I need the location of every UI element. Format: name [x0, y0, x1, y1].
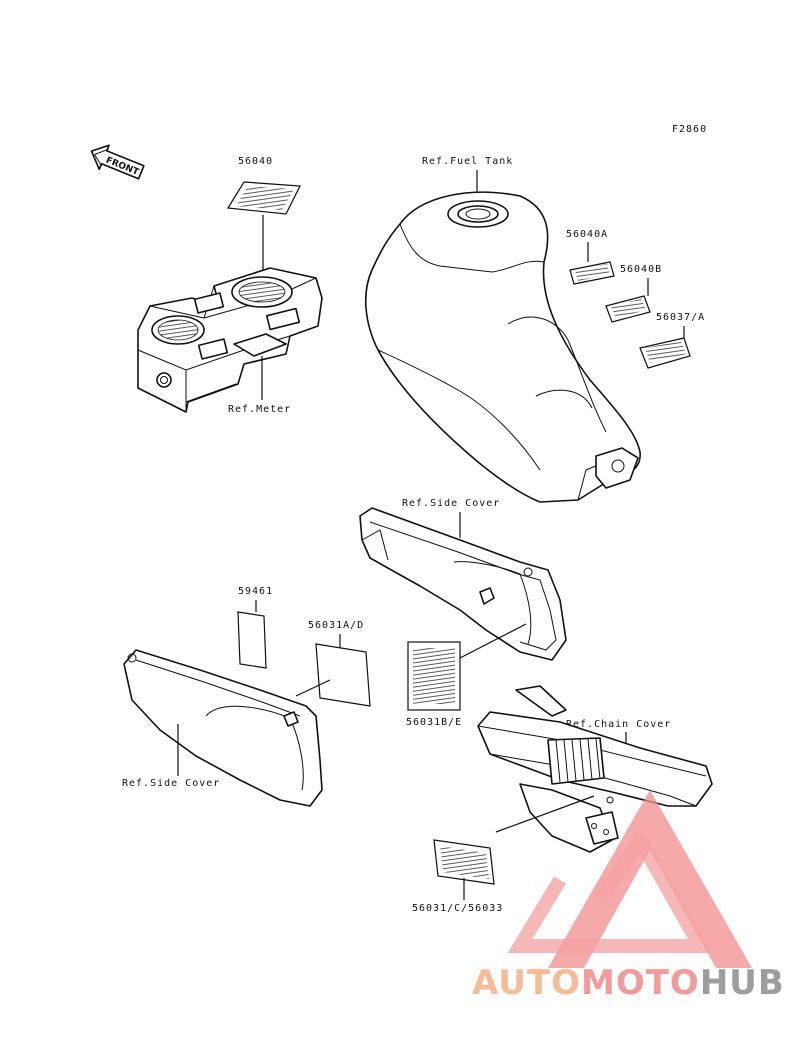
label-sheet-56040-text: [236, 186, 294, 210]
leader-56031BE: [459, 623, 527, 659]
leader-56031C56033: [495, 795, 595, 833]
callout-ref-fuel-tank: Ref.Fuel Tank: [422, 156, 513, 167]
watermark-auto: AUTO: [472, 963, 581, 1003]
callout-56040B: 56040B: [620, 264, 662, 275]
label-sheet-59461: [237, 611, 267, 669]
figure-code: F2860: [672, 124, 707, 135]
side-cover-upper: [359, 507, 567, 661]
callout-ref-side-cover-lower: Ref.Side Cover: [122, 778, 220, 789]
callout-59461: 59461: [238, 586, 273, 597]
callout-ref-meter: Ref.Meter: [228, 404, 291, 415]
label-sheet-56031BE-text: [413, 648, 455, 704]
label-sheet-56037A-text: [645, 341, 686, 363]
callout-56031AD: 56031A/D: [308, 620, 364, 631]
callout-56031C56033: 56031/C/56033: [412, 903, 503, 914]
chain-cover-ribs: [555, 738, 601, 783]
watermark-hub: HUB: [700, 963, 785, 1003]
label-sheet-56040A-text: [575, 264, 610, 281]
callout-ref-side-cover-upper: Ref.Side Cover: [402, 498, 500, 509]
callout-56040A: 56040A: [566, 229, 608, 240]
meter-assembly: [137, 267, 323, 413]
automotohub-watermark: AUTOMOTOHUB: [472, 790, 785, 1003]
front-arrow-icon: FRONT: [90, 144, 145, 180]
label-sheet-56031AD: [315, 643, 371, 707]
watermark-text: AUTOMOTOHUB: [472, 963, 785, 1003]
callout-56031BE: 56031B/E: [406, 717, 462, 728]
leader-56031AD-part: [295, 679, 331, 697]
triangle-logo-icon: [507, 790, 752, 968]
label-sheet-56040B-text: [611, 299, 646, 318]
label-sheet-56031C56033-text: [440, 846, 489, 879]
side-cover-lower: [123, 649, 323, 807]
callout-56040: 56040: [238, 156, 273, 167]
watermark-moto: MOTO: [581, 963, 700, 1003]
chain-cover: [477, 685, 713, 853]
callout-56037A: 56037/A: [656, 312, 705, 323]
callout-ref-chain-cover: Ref.Chain Cover: [566, 719, 671, 730]
fuel-tank: [364, 191, 641, 503]
